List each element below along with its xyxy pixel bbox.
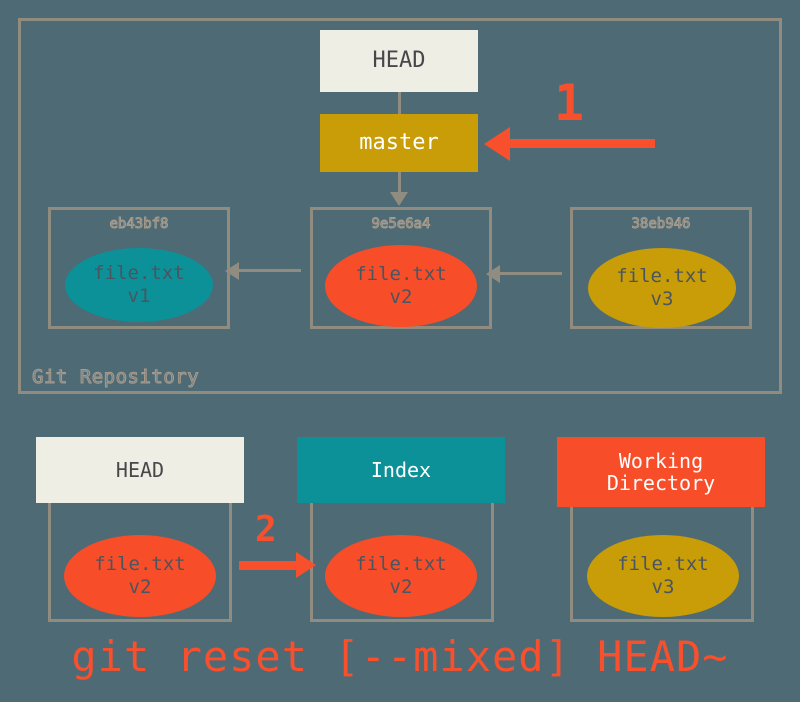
commit-blob-v1: file.txt v1 (65, 248, 213, 322)
commit-blob-v3-version: v3 (650, 288, 674, 310)
master-to-commit-connector (398, 172, 401, 198)
tree-blob-head-version: v2 (128, 576, 152, 598)
tree-blob-index-filename: file.txt (355, 553, 447, 576)
tree-blob-working-directory: file.txt v3 (587, 535, 739, 617)
tree-title-head-label: HEAD (115, 457, 165, 482)
tree-blob-working-filename: file.txt (617, 553, 709, 576)
tree-blob-working-version: v3 (651, 576, 675, 598)
repo-head-box: HEAD (320, 30, 478, 92)
tree-blob-index-version: v2 (389, 576, 413, 598)
tree-blob-index: file.txt v2 (325, 535, 477, 617)
head-to-master-connector (398, 92, 401, 116)
commit-blob-v3: file.txt v3 (588, 248, 736, 328)
step-1-arrowhead (484, 127, 510, 161)
repo-master-label: master (359, 129, 439, 155)
tree-title-index: Index (297, 437, 505, 503)
git-repository-label: Git Repository (31, 366, 200, 389)
tree-title-working-line1: Working (618, 448, 704, 473)
commit-hash-eb43bf8: eb43bf8 (109, 216, 169, 233)
commit-blob-v2-version: v2 (389, 286, 413, 308)
commit-blob-v1-version: v1 (127, 285, 151, 307)
commit-hash-38eb946: 38eb946 (631, 216, 691, 233)
repo-master-box: master (320, 114, 478, 172)
parent-arrow-2-to-1-head (225, 262, 239, 280)
tree-blob-head-filename: file.txt (94, 553, 186, 576)
commit-blob-v3-filename: file.txt (616, 265, 708, 288)
parent-arrow-2-to-1-shaft (239, 269, 301, 272)
tree-title-index-label: Index (370, 457, 432, 482)
step-2-number: 2 (255, 509, 277, 550)
tree-title-head: HEAD (36, 437, 244, 503)
commit-blob-v2: file.txt v2 (325, 245, 477, 327)
tree-title-working-line2: Directory (606, 471, 716, 495)
commit-hash-9e5e6a4: 9e5e6a4 (371, 216, 431, 233)
repo-head-label: HEAD (372, 47, 426, 73)
step-1-number: 1 (554, 74, 585, 132)
parent-arrow-3-to-2-shaft (500, 272, 562, 275)
tree-blob-head: file.txt v2 (64, 535, 216, 617)
step-2-arrowhead (296, 552, 316, 578)
master-to-commit-arrowhead (390, 192, 408, 206)
parent-arrow-3-to-2-head (486, 265, 500, 283)
tree-title-working-directory: Working Directory (557, 437, 765, 507)
git-repository-frame (18, 18, 782, 394)
commit-blob-v2-filename: file.txt (355, 263, 447, 286)
commit-blob-v1-filename: file.txt (93, 262, 185, 285)
step-1-arrow-shaft (510, 139, 655, 148)
command-caption: git reset [--mixed] HEAD~ (71, 632, 729, 681)
step-2-arrow-shaft (239, 561, 301, 570)
